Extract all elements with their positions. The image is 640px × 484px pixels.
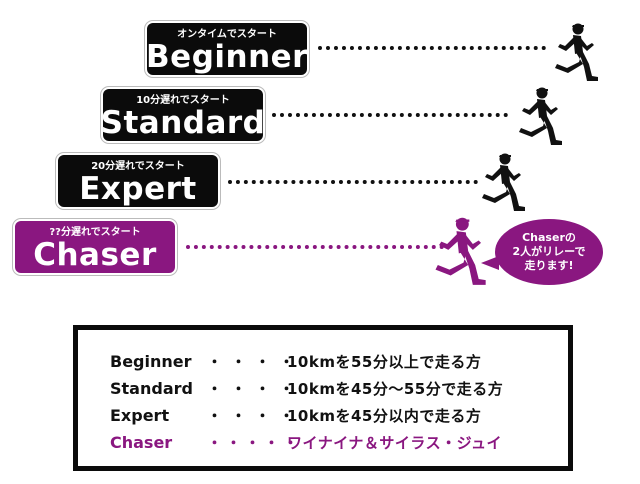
legend-name: Expert: [110, 406, 170, 425]
legend-row-beginner: Beginner ・・・・ 10kmを55分以上で走る方: [110, 348, 568, 375]
tier-name: Chaser: [33, 236, 157, 273]
start-note: オンタイムでスタート: [177, 28, 277, 40]
legend-dots: ・・・・: [207, 353, 304, 371]
tier-name: Beginner: [146, 38, 308, 75]
legend-desc: 10kmを45分以内で走る方: [287, 407, 482, 425]
legend-name: Beginner: [110, 352, 192, 371]
legend-desc: ワイナイナ＆サイラス・ジュイ: [287, 434, 503, 452]
bubble-line: Chaserの: [522, 231, 576, 244]
speech-bubble: Chaserの 2人がリレーで 走ります!: [495, 219, 603, 285]
tier-label-beginner: オンタイムでスタート Beginner: [146, 23, 308, 75]
start-note: ??分遅れでスタート: [49, 226, 141, 238]
legend-dots: ・・・・・: [207, 434, 303, 452]
legend-name: Standard: [110, 379, 193, 398]
legend-dots: ・・・・: [207, 380, 304, 398]
tier-name: Standard: [100, 104, 266, 141]
bubble-line: 2人がリレーで: [512, 245, 586, 258]
runner-icon: [435, 217, 486, 285]
legend-box: Beginner ・・・・ 10kmを55分以上で走る方 Standard ・・…: [73, 325, 573, 471]
legend-name: Chaser: [110, 433, 173, 452]
tier-label-expert: 20分遅れでスタート Expert: [58, 155, 218, 207]
runner-icon: [519, 87, 562, 145]
legend-desc: 10kmを55分以上で走る方: [287, 353, 482, 371]
dotted-line: [272, 113, 508, 117]
dotted-line: [228, 180, 478, 184]
bubble-line: 走ります!: [524, 259, 574, 272]
legend-desc: 10kmを45分～55分で走る方: [287, 380, 504, 398]
legend-dots: ・・・・: [207, 407, 304, 425]
tier-label-chaser: ??分遅れでスタート Chaser: [15, 221, 175, 273]
runner-icon: [482, 153, 525, 211]
tier-label-standard: 10分遅れでスタート Standard: [100, 89, 266, 141]
legend-row-chaser: Chaser ・・・・・ ワイナイナ＆サイラス・ジュイ: [110, 429, 568, 456]
legend-row-standard: Standard ・・・・ 10kmを45分～55分で走る方: [110, 375, 568, 402]
tier-name: Expert: [79, 170, 197, 207]
dotted-line: [318, 46, 546, 50]
legend-row-expert: Expert ・・・・ 10kmを45分以内で走る方: [110, 402, 568, 429]
speech-bubble-tail: [481, 256, 499, 270]
runner-icon: [555, 23, 598, 81]
start-note: 10分遅れでスタート: [136, 94, 230, 106]
start-note: 20分遅れでスタート: [91, 160, 185, 172]
dotted-line: [186, 245, 444, 249]
